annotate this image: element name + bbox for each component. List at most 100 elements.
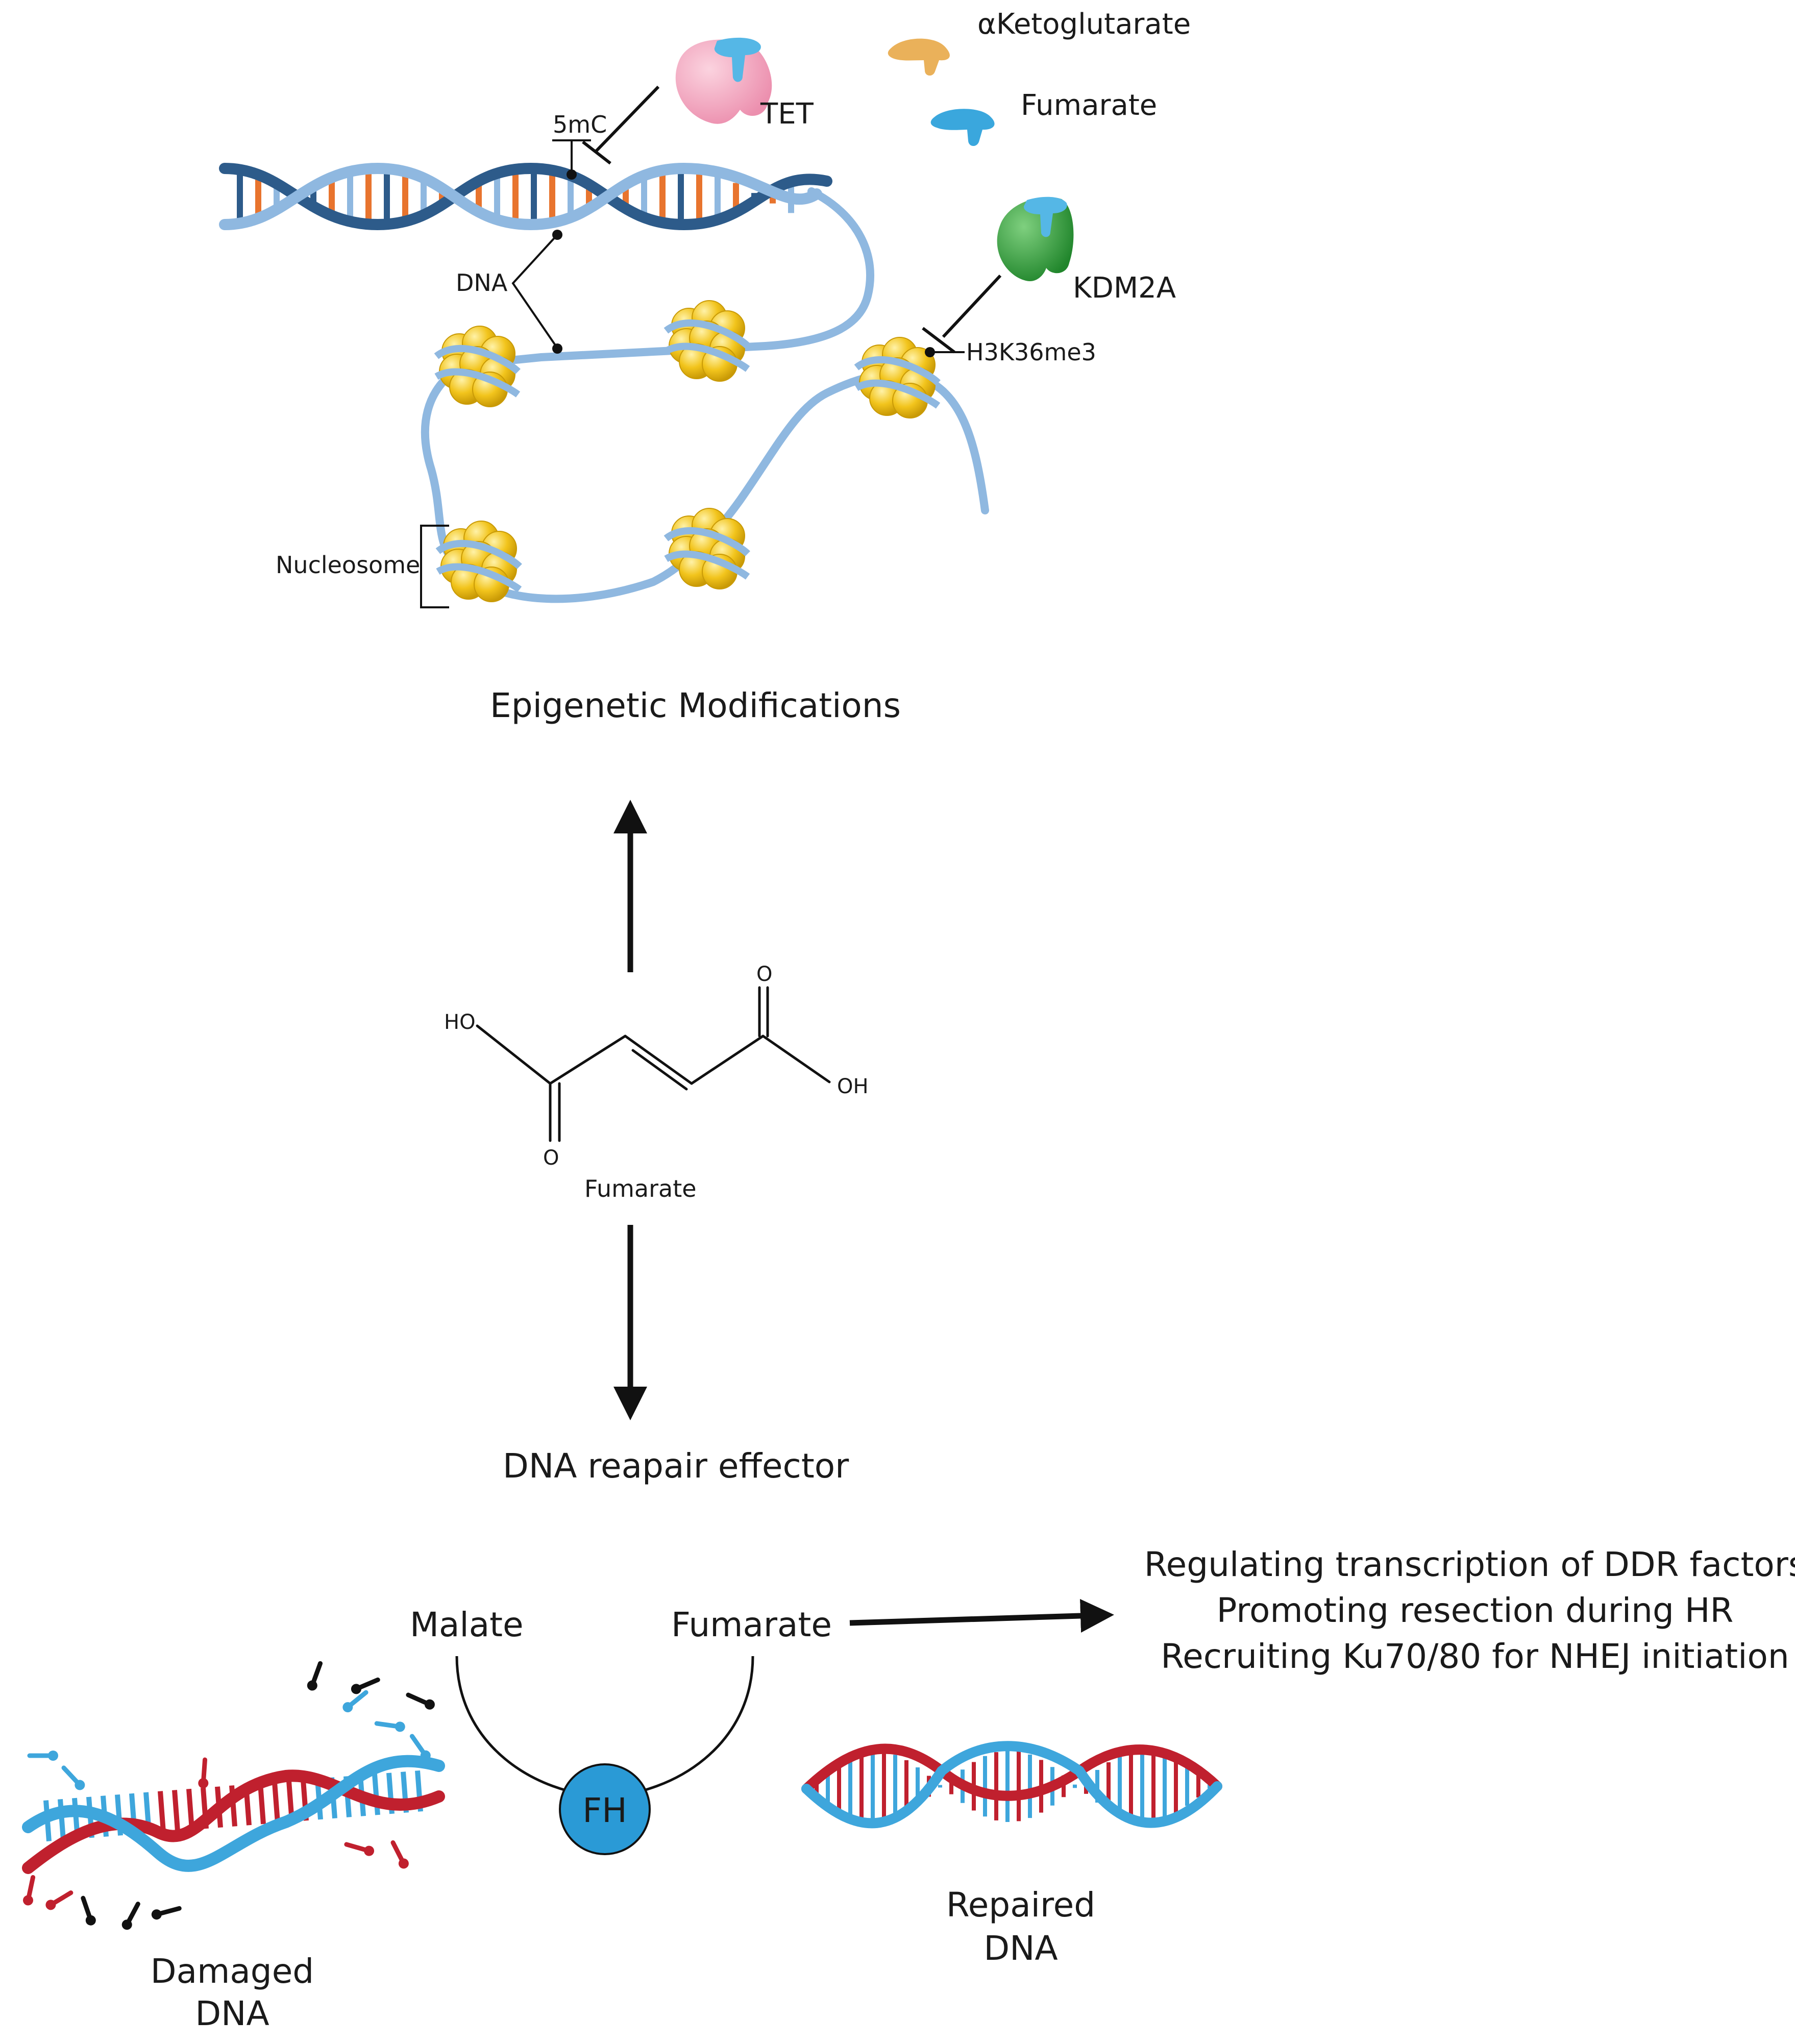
damaged-label-line1: Damaged: [151, 1952, 314, 1991]
nucleosome-wrap: [664, 342, 750, 372]
nucleosome-wrap: [663, 319, 750, 349]
fragment-end: [342, 1702, 353, 1713]
damaged-base: [272, 1782, 280, 1824]
h3k36me3-label: H3K36me3: [966, 338, 1096, 366]
dna-pointer-dot-top: [552, 230, 562, 240]
damaged-label-line2: DNA: [195, 1994, 269, 2033]
fragment-end: [121, 1919, 132, 1930]
alpha-ketoglutarate-label: αKetoglutarate: [977, 8, 1191, 41]
dna-fragment: [351, 1677, 380, 1694]
tet-inhibition-line: [595, 85, 660, 153]
tet-enzyme-icon: [675, 37, 772, 124]
five-mc-label: 5mC: [553, 111, 607, 138]
helix-strand-dark: [219, 162, 832, 231]
dna-fragment: [151, 1906, 182, 1920]
nucleosome-wrap: [434, 344, 521, 375]
dna-fragment: [409, 1734, 431, 1761]
dna-fragment: [61, 1765, 85, 1790]
kdm2a-inhibition-line: [942, 274, 1002, 338]
helix-strand-light: [219, 162, 822, 231]
dna-fragment: [45, 1890, 73, 1910]
epigenetic-caption: Epigenetic Modifications: [490, 686, 901, 725]
repaired-strand-blue: [801, 1741, 1222, 1829]
nucleosome-wrap: [854, 356, 941, 386]
damaged-base: [158, 1791, 166, 1833]
fragment-end: [420, 1750, 431, 1761]
fh-reaction: Malate Fumarate FH Regulating transcript…: [410, 1545, 1795, 1855]
dna-pointer: [511, 234, 558, 349]
effect-3: Recruiting Ku70/80 for NHEJ initiation: [1161, 1637, 1789, 1676]
nucleosome-icon: [434, 326, 521, 407]
damaged-base: [186, 1788, 194, 1830]
tet-inhibition-bar: [582, 140, 611, 165]
dna-fragment: [27, 1751, 58, 1761]
fragment-end: [75, 1780, 85, 1790]
fumarate-structure-name: Fumarate: [584, 1175, 697, 1202]
damaged-base: [58, 1799, 66, 1840]
dna-fragment: [81, 1895, 96, 1926]
fh-enzyme-circle: [559, 1763, 651, 1855]
nucleosome-icon: [435, 521, 522, 602]
damaged-base: [372, 1774, 380, 1815]
nucleosome-wrap: [434, 368, 521, 398]
dna-fragment: [121, 1902, 140, 1930]
dna-label: DNA: [456, 269, 508, 297]
nucleosome-wrap: [663, 527, 750, 557]
fh-label: FH: [582, 1791, 627, 1830]
nucleosome-wrap: [435, 539, 522, 570]
fragment-end: [307, 1680, 317, 1691]
repaired-strand-red: [801, 1743, 1222, 1801]
fumarate-structure: HO OH O O Fumarate: [444, 963, 869, 1202]
oxygen-bottom-label: O: [543, 1146, 559, 1170]
fumarate-product-label: Fumarate: [671, 1605, 832, 1644]
dna-fragment: [390, 1840, 409, 1869]
malate-label: Malate: [410, 1605, 524, 1644]
hydroxyl-left-label: HO: [444, 1011, 476, 1034]
fragment-end: [395, 1721, 405, 1732]
damaged-strand-blue: [22, 1755, 445, 1872]
dna-fragment: [344, 1842, 375, 1856]
nucleosome-bracket: [420, 525, 449, 608]
dna-pointer-dot-bottom: [552, 343, 562, 354]
dna-fragment: [406, 1692, 435, 1710]
dna-fragment: [342, 1690, 368, 1713]
damaged-dna: Damaged DNA: [22, 1661, 445, 2033]
dna-fragment: [198, 1757, 209, 1788]
fragment-end: [48, 1751, 58, 1761]
fragment-end: [364, 1845, 375, 1856]
fragment-end: [85, 1915, 96, 1926]
nucleosome-icon: [663, 508, 750, 589]
nucleosome-wrap: [664, 550, 750, 580]
kdm2a-inhibition-bar: [922, 327, 955, 354]
arrow-to-effects: [849, 1599, 1114, 1633]
nucleosome-label: Nucleosome: [276, 551, 420, 579]
damaged-strand-red: [22, 1769, 445, 1874]
five-mc-dot: [567, 169, 577, 180]
fragment-end: [424, 1699, 435, 1710]
effect-1: Regulating transcription of DDR factors: [1144, 1545, 1795, 1584]
repaired-label-line2: DNA: [983, 1929, 1058, 1968]
fumarate-legend-label: Fumarate: [1021, 89, 1157, 122]
hydroxyl-right-label: OH: [837, 1075, 869, 1098]
epigenetic-scene: TET αKetoglutarate Fumarate KDM2A 5mC DN…: [219, 8, 1191, 725]
oxygen-top-label: O: [756, 963, 772, 986]
damaged-base: [172, 1790, 180, 1831]
kdm2a-enzyme-icon: [997, 196, 1074, 281]
fragment-end: [45, 1900, 56, 1910]
dna-fragment: [23, 1875, 36, 1906]
nucleosome-wrap: [436, 563, 522, 593]
nucleosome-icon: [854, 337, 941, 418]
tet-label: TET: [760, 97, 814, 131]
nucleosome-icon: [663, 300, 750, 382]
damaged-base: [258, 1783, 266, 1825]
nucleosome-group: [434, 300, 941, 602]
dna-double-helix: [219, 162, 832, 231]
dna-fragment: [374, 1721, 405, 1732]
fragment-end: [351, 1684, 361, 1694]
dna-repair-caption: DNA reapair effector: [503, 1446, 849, 1486]
fragment-end: [151, 1909, 162, 1920]
fragment-end: [398, 1858, 409, 1869]
fumarate-molecule-icon: [930, 109, 995, 146]
